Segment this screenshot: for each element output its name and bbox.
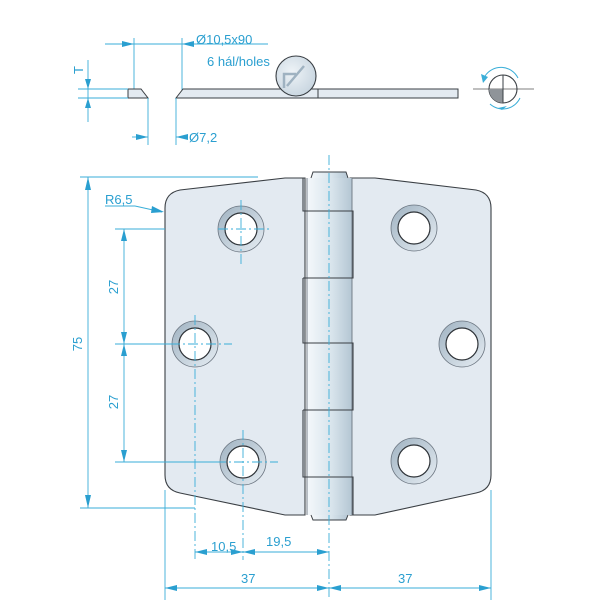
- knuckle-segment: [302, 410, 354, 515]
- arrow-icon: [121, 229, 127, 241]
- arrow-icon: [85, 495, 91, 508]
- arrow-icon: [479, 585, 491, 591]
- arrow-icon: [195, 549, 207, 555]
- arrow-icon: [231, 549, 243, 555]
- height-label: 75: [70, 337, 85, 351]
- thickness-label: T: [71, 66, 86, 74]
- front-view: [164, 155, 492, 600]
- hole-spacing-upper-label: 27: [106, 280, 121, 294]
- holes-count-label: 6 hál/holes: [207, 54, 270, 69]
- arrow-icon: [182, 41, 194, 47]
- arrow-icon: [243, 549, 255, 555]
- pin-dimension-label: Ø10,5x90: [196, 32, 252, 47]
- hole-to-pin-label: 19,5: [266, 534, 291, 549]
- arrow-icon: [121, 344, 127, 356]
- plate-left-segment: [127, 88, 150, 99]
- right-leaf: [349, 177, 492, 516]
- projection-symbol-icon: [473, 66, 534, 110]
- arrow-icon: [151, 206, 164, 213]
- knuckle-segment: [302, 178, 354, 279]
- plate-right-segment: [317, 88, 459, 99]
- arrow-icon: [122, 41, 134, 47]
- arrow-icon: [329, 585, 341, 591]
- knuckle-top-cap: [310, 171, 349, 179]
- arrow-icon: [85, 177, 91, 190]
- arrow-icon: [136, 134, 148, 140]
- arrow-icon: [121, 450, 127, 462]
- corner-radius-label: R6,5: [105, 192, 132, 207]
- side-view: Ø10,5x90 6 hál/holes T Ø7,2: [71, 32, 459, 145]
- knuckle-barrel: [307, 178, 352, 515]
- arrow-icon: [317, 549, 329, 555]
- arrow-icon: [317, 585, 329, 591]
- arrow-icon: [165, 585, 177, 591]
- hole-right-middle: [438, 320, 486, 368]
- hole-offset-label: 10,5: [211, 539, 236, 554]
- arrow-icon: [176, 134, 188, 140]
- pin-highlight-icon: [282, 65, 305, 88]
- arrow-icon: [85, 79, 91, 89]
- left-leaf: [164, 177, 306, 516]
- knuckle-bottom-cap: [310, 514, 349, 521]
- hole-right-bottom: [390, 437, 438, 485]
- hole-diameter-label: Ø7,2: [189, 130, 217, 145]
- knuckle-segment: [302, 278, 354, 411]
- hole-right-top: [390, 204, 438, 252]
- leaf-width-left-label: 37: [241, 571, 255, 586]
- front-dimensions: 75 R6,5 27 27 10,5 19,5 37 3: [70, 176, 492, 600]
- hole-spacing-lower-label: 27: [106, 395, 121, 409]
- arrow-icon: [85, 98, 91, 108]
- arrow-icon: [121, 332, 127, 344]
- leaf-width-right-label: 37: [398, 571, 412, 586]
